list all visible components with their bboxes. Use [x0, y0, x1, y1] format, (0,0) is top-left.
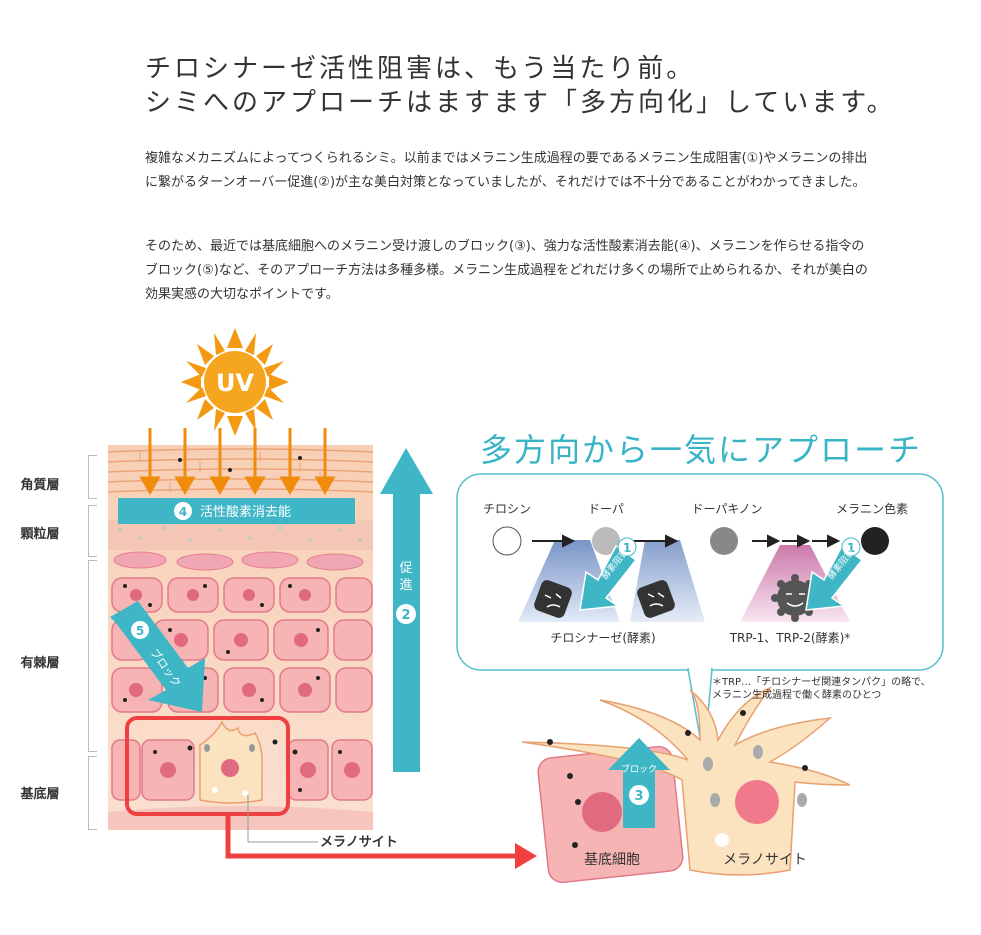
- headline: チロシナーゼ活性阻害は、もう当たり前。 シミへのアプローチはますます「多方向化」…: [145, 52, 945, 120]
- block-label-3: ブロック: [621, 763, 657, 775]
- tyrosinase-enzyme-icon: [534, 580, 675, 618]
- headline-line-1: チロシナーゼ活性阻害は、もう当たり前。: [145, 54, 696, 84]
- trp-label: TRP-1、TRP-2(酵素)*: [729, 631, 851, 645]
- melanocyte-cell: メラノサイト: [521, 686, 851, 876]
- headline-line-2: シミへのアプローチはますます「多方向化」しています。: [145, 88, 896, 118]
- uv-text: UV: [216, 369, 254, 397]
- basal-cell-label: 基底細胞: [584, 851, 640, 868]
- tyrosinase-label: チロシナーゼ(酵素): [550, 631, 655, 645]
- num-3: 3: [634, 789, 643, 804]
- label-spinous-layer: 有棘層: [20, 656, 60, 671]
- promote-arrow-2: 促 進 2: [380, 448, 433, 772]
- approach-box: チロシン ドーパ ドーパキノン メラニン色素: [456, 473, 944, 761]
- melanin-label: メラニン色素: [836, 502, 908, 516]
- paragraph-2: そのため、最近では基底細胞へのメラニン受け渡しのブロック(③)、強力な活性酸素消…: [145, 239, 868, 302]
- uv-arrows: [139, 428, 336, 496]
- ros-banner: 4 活性酸素消去能: [118, 498, 355, 524]
- num-5: 5: [136, 624, 144, 638]
- approach-title: 多方向から一気にアプローチ: [480, 431, 923, 469]
- dopaquinone-label: ドーパキノン: [691, 502, 762, 516]
- block-arrow-3: ブロック 3: [608, 738, 670, 828]
- enzyme-note-line-1: ＊TRP…「チロシナーゼ関連タンパク」の略で、: [712, 677, 931, 688]
- melanocyte-cell-label: メラノサイト: [723, 852, 807, 868]
- ros-label: 活性酸素消去能: [200, 505, 291, 520]
- num-1b: 1: [847, 541, 855, 555]
- bracket-granular: [88, 505, 97, 557]
- enzyme-note-line-2: メラニン生成過程で働く酵素のひとつ: [712, 690, 882, 701]
- red-arrow: [225, 814, 520, 859]
- paragraph-1: 複雑なメカニズムによってつくられるシミ。以前まではメラニン生成過程の要であるメラ…: [145, 151, 868, 190]
- tyrosine-label: チロシン: [483, 502, 531, 516]
- num-1a: 1: [623, 541, 631, 555]
- melanocyte-label: メラノサイト: [320, 835, 398, 850]
- num-4: 4: [179, 505, 187, 519]
- dopa-label: ドーパ: [588, 502, 624, 516]
- bracket-corneum: [88, 455, 97, 499]
- label-basal-layer: 基底層: [20, 787, 60, 802]
- promote-label-2: 進: [399, 578, 412, 593]
- label-granular-layer: 顆粒層: [20, 527, 60, 542]
- enzyme-note: ＊TRP…「チロシナーゼ関連タンパク」の略で、 メラニン生成過程で働く酵素のひと…: [712, 676, 972, 702]
- trp-enzyme-icon: [771, 574, 819, 622]
- bracket-spinous: [88, 560, 97, 752]
- label-stratum-corneum: 角質層: [20, 478, 60, 493]
- promote-label-1: 促: [399, 561, 412, 576]
- sun-icon: UV: [181, 328, 289, 436]
- num-2: 2: [401, 608, 410, 623]
- bracket-basal: [88, 756, 97, 830]
- melanocyte-highlight-box: [125, 716, 290, 816]
